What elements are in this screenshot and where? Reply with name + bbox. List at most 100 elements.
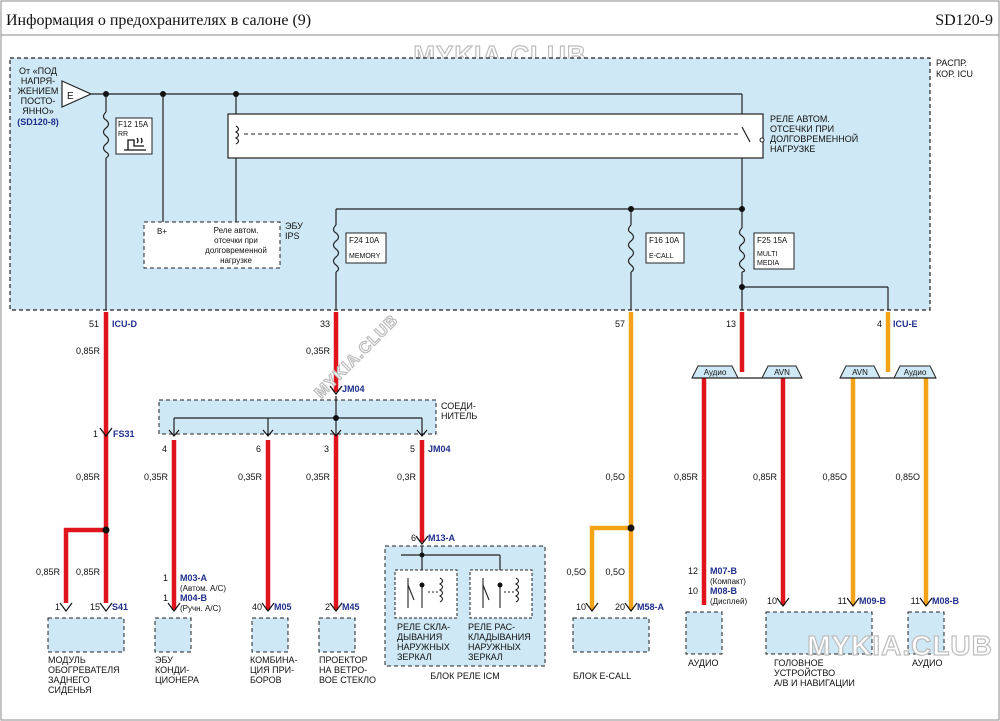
joint-label-1: СОЕДИ- [441, 401, 476, 411]
seat-heater-labels: 1 15 S41 МОДУЛЬ ОБОГРЕВАТЕЛЯ ЗАДНЕГО СИД… [48, 602, 128, 695]
joint-dot [333, 415, 339, 421]
fs31-pin: 1 [93, 429, 98, 439]
pin-4: 4 [877, 319, 882, 329]
svg-text:ЗАДНЕГО: ЗАДНЕГО [48, 675, 90, 685]
audio-tab-2: Аудио [893, 365, 937, 379]
fuse-f12-box [115, 117, 153, 155]
svg-text:0,85R: 0,85R [674, 472, 699, 482]
svg-text:ОТСЕЧКИ ПРИ: ОТСЕЧКИ ПРИ [770, 124, 834, 134]
svg-text:ДОЛГОВРЕМЕННОЙ: ДОЛГОВРЕМЕННОЙ [770, 133, 858, 144]
cluster-labels: 40 M05 КОМБИНА- ЦИЯ ПРИ- БОРОВ [250, 602, 298, 685]
svg-text:M04-B: M04-B [180, 593, 208, 603]
fs31-connector-icon [99, 427, 113, 438]
svg-text:AVN: AVN [774, 368, 790, 377]
svg-text:(Автом. A/C): (Автом. A/C) [180, 584, 226, 593]
ac-ecu-box [154, 617, 192, 653]
watermark-bottom: MYKIA.CLUB [807, 630, 993, 661]
svg-text:(SD120-8): (SD120-8) [17, 117, 59, 127]
svg-text:0,35R: 0,35R [306, 346, 331, 356]
fuse-f16-sub: E-CALL [649, 253, 674, 260]
svg-text:ГОЛОВНОЕ: ГОЛОВНОЕ [774, 658, 824, 668]
fuse-f16-label: F16 10A [649, 236, 680, 245]
svg-text:1: 1 [163, 573, 168, 583]
svg-text:НА ВЕТРО-: НА ВЕТРО- [319, 665, 367, 675]
svg-text:НАРУЖНЫХ: НАРУЖНЫХ [468, 642, 521, 652]
icm-title: БЛОК РЕЛЕ ICM [430, 671, 499, 681]
svg-text:11: 11 [911, 596, 920, 606]
joint-arrows-icon [168, 429, 428, 437]
svg-text:0,5O: 0,5O [605, 567, 625, 577]
svg-text:ДЫВАНИЯ: ДЫВАНИЯ [397, 632, 442, 642]
svg-text:нагрузке: нагрузке [220, 256, 252, 265]
svg-text:ОБОГРЕВАТЕЛЯ: ОБОГРЕВАТЕЛЯ [48, 665, 120, 675]
fuse-symbols [332, 224, 746, 273]
svg-text:ЦИОНЕРА: ЦИОНЕРА [155, 675, 199, 685]
icu-label-1: РАСПР. [936, 58, 967, 68]
audio-1-labels: 12 M07-B (Компакт) 10 M08-B (Дисплей) АУ… [688, 566, 747, 668]
joint-connector-box [158, 399, 437, 435]
pin-57: 57 [615, 319, 625, 329]
svg-text:УСТРОЙСТВО: УСТРОЙСТВО [774, 667, 835, 678]
icm-relay-1-label: РЕЛЕ СКЛА- ДЫВАНИЯ НАРУЖНЫХ ЗЕРКАЛ [397, 622, 450, 662]
hud-labels: 2 M45 ПРОЕКТОР НА ВЕТРО- ВОЕ СТЕКЛО [319, 602, 376, 685]
conn-icu-e: ICU-E [893, 319, 918, 329]
icu-label-2: КОР. ICU [936, 69, 973, 79]
svg-text:НАГРУЗКЕ: НАГРУЗКЕ [770, 144, 815, 154]
relay-coil-icon [234, 125, 240, 145]
page-title: Информация о предохранителях в салоне (9… [6, 12, 311, 29]
head-unit-labels: 10 11 M09-B ГОЛОВНОЕ УСТРОЙСТВО А/В И НА… [767, 596, 887, 688]
icu-junction-block [9, 57, 931, 311]
svg-text:А/В И НАВИГАЦИИ: А/В И НАВИГАЦИИ [774, 678, 855, 688]
m13-label: M13-A [428, 533, 456, 543]
svg-text:0,85R: 0,85R [76, 567, 101, 577]
svg-text:AVN: AVN [852, 368, 868, 377]
avn-tab-2: AVN [839, 365, 881, 379]
svg-text:10: 10 [688, 586, 698, 596]
conn-icu-d: ICU-D [112, 319, 137, 329]
hud-box [318, 617, 356, 653]
red-wires [63, 312, 786, 610]
svg-text:M07-B: M07-B [710, 566, 738, 576]
fuse-f16-box [645, 232, 685, 264]
audio-tab-1: Аудио [691, 365, 739, 379]
m13-pin: 6 [411, 533, 416, 543]
pin-13: 13 [726, 319, 736, 329]
svg-text:КОМБИНА-: КОМБИНА- [250, 655, 298, 665]
pin-51: 51 [89, 319, 99, 329]
fuse-f12-sub: RR [118, 131, 128, 138]
svg-text:Реле автом.: Реле автом. [214, 226, 259, 235]
svg-text:10: 10 [576, 602, 586, 612]
svg-text:4: 4 [162, 444, 167, 454]
svg-text:(Компакт): (Компакт) [710, 577, 746, 586]
ecall-box [572, 617, 650, 653]
svg-text:ЖЕНИЕМ: ЖЕНИЕМ [18, 86, 59, 96]
svg-text:КОНДИ-: КОНДИ- [155, 665, 189, 675]
pin-33: 33 [320, 319, 330, 329]
relay-switch-icon [741, 126, 751, 143]
svg-text:отсечки при: отсечки при [214, 236, 258, 245]
avn-tab-1: AVN [761, 365, 803, 379]
svg-text:0,85R: 0,85R [76, 472, 101, 482]
svg-text:ПОСТО-: ПОСТО- [21, 96, 56, 106]
svg-text:3: 3 [324, 444, 329, 454]
svg-text:0,85R: 0,85R [753, 472, 778, 482]
joint-pins: 4 6 3 5 [162, 444, 415, 454]
svg-text:(Ручн. A/C): (Ручн. A/C) [180, 604, 221, 613]
fuse-f25-label: F25 15A [757, 236, 788, 245]
svg-text:МОДУЛЬ: МОДУЛЬ [48, 655, 86, 665]
svg-text:ПРОЕКТОР: ПРОЕКТОР [319, 655, 368, 665]
svg-text:10: 10 [767, 596, 777, 606]
audio-box-2 [907, 611, 945, 655]
fuse-f25-box [753, 232, 795, 270]
jm04-label: JM04 [342, 384, 365, 394]
icm-relay-2 [469, 569, 533, 619]
fuse-f12-label: F12 15A [118, 120, 149, 129]
icm-relay-1 [394, 569, 458, 619]
audio-2-labels: 11 M08-B АУДИО [911, 596, 960, 668]
svg-text:ЭБУ: ЭБУ [155, 655, 173, 665]
svg-text:ЯННО»: ЯННО» [22, 106, 54, 116]
svg-text:ЦИЯ ПРИ-: ЦИЯ ПРИ- [250, 665, 294, 675]
svg-text:КЛАДЫВАНИЯ: КЛАДЫВАНИЯ [468, 632, 531, 642]
svg-text:0,85O: 0,85O [822, 472, 847, 482]
